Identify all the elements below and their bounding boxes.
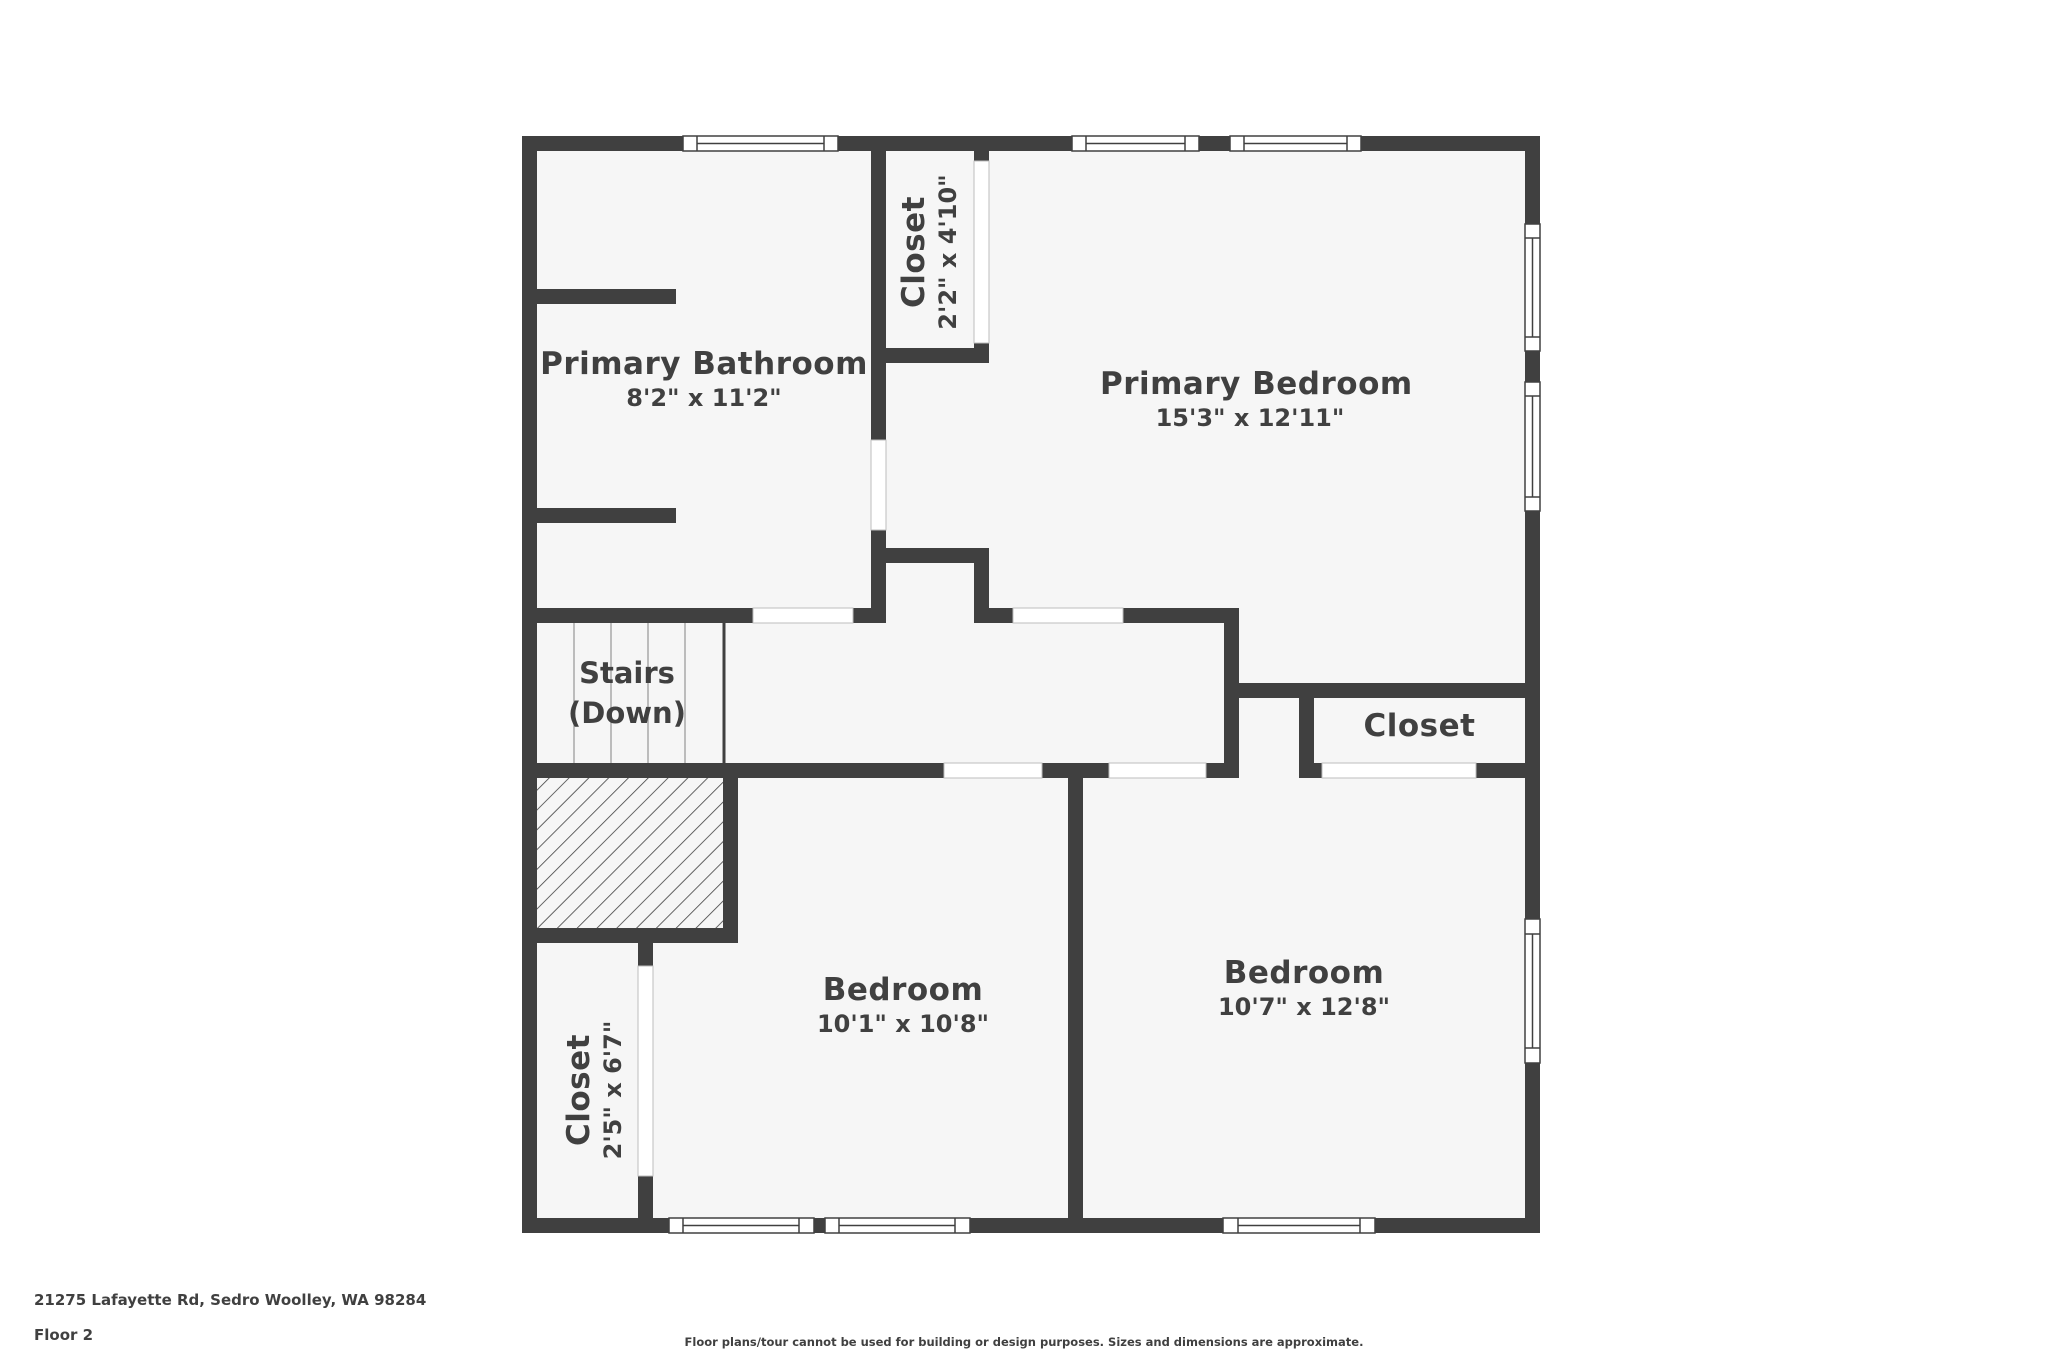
room-primary-bathroom: Primary Bathroom 8'2" x 11'2" xyxy=(537,346,871,414)
floor-label: Floor 2 xyxy=(34,1326,94,1344)
room-bedroom-right: Bedroom 10'7" x 12'8" xyxy=(1083,955,1525,1023)
door-openings xyxy=(637,160,1477,1177)
room-stairs: Stairs (Down) xyxy=(547,653,707,733)
room-right-closet: Closet xyxy=(1314,708,1525,744)
room-name: Closet xyxy=(896,196,932,308)
room-name-line1: Stairs xyxy=(579,656,675,690)
room-bedroom-left: Bedroom 10'1" x 10'8" xyxy=(738,972,1068,1040)
room-name-line2: (Down) xyxy=(568,696,686,730)
room-name: Bedroom xyxy=(822,972,984,1008)
windows xyxy=(668,135,1541,1234)
room-name: Closet xyxy=(1363,708,1476,744)
room-name: Primary Bedroom xyxy=(1100,366,1413,402)
disclaimer: Floor plans/tour cannot be used for buil… xyxy=(684,1335,1364,1349)
room-dimensions: 2'2" x 4'10" xyxy=(934,174,962,330)
room-name: Primary Bathroom xyxy=(540,346,868,382)
room-name: Closet xyxy=(561,1034,597,1146)
room-left-closet: Closet 2'5" x 6'7" xyxy=(561,990,629,1190)
room-dimensions: 10'7" x 12'8" xyxy=(1217,993,1391,1021)
stair-treads xyxy=(573,623,686,763)
room-name: Bedroom xyxy=(1223,955,1385,991)
room-primary-bedroom: Primary Bedroom 15'3" x 12'11" xyxy=(1100,366,1413,434)
room-dimensions: 10'1" x 10'8" xyxy=(816,1010,990,1038)
room-dimensions: 2'5" x 6'7" xyxy=(599,1020,627,1160)
property-address: 21275 Lafayette Rd, Sedro Woolley, WA 98… xyxy=(34,1291,427,1309)
room-dimensions: 8'2" x 11'2" xyxy=(626,384,782,412)
room-primary-closet: Closet 2'2" x 4'10" xyxy=(896,152,964,352)
room-dimensions: 15'3" x 12'11" xyxy=(1155,404,1345,432)
hatched-area xyxy=(537,778,723,928)
